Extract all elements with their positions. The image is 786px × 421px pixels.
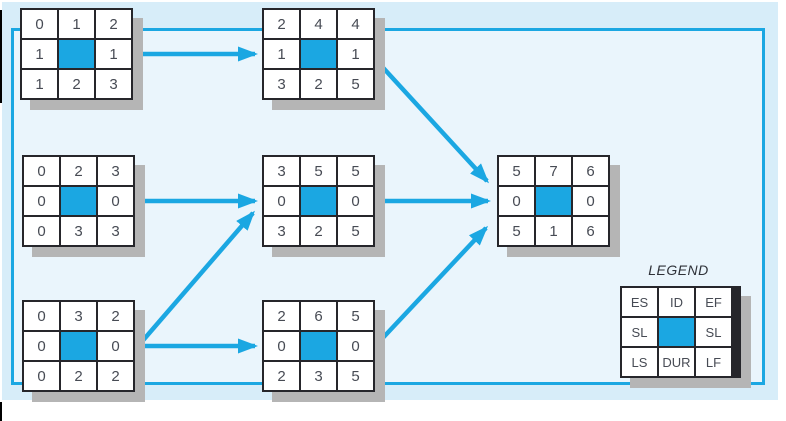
scan-artifact-line-bottom <box>0 402 2 421</box>
dependency-arrow-4-to-7 <box>374 58 490 184</box>
scan-artifact-line-top <box>0 10 2 103</box>
ls-cell: 2 <box>264 362 299 390</box>
sl-right-cell: 1 <box>338 40 373 68</box>
sl-left-cell: 0 <box>24 332 59 360</box>
ls-cell: 0 <box>24 217 59 245</box>
lf-cell: 5 <box>338 362 373 390</box>
es-cell: 3 <box>264 157 299 185</box>
id-cell: 3 <box>61 302 96 330</box>
dur-cell: 3 <box>301 362 336 390</box>
sl-right-cell: 0 <box>573 187 608 215</box>
center-color-cell <box>301 187 336 215</box>
sl-left-cell: 0 <box>264 332 299 360</box>
dur-cell: 2 <box>301 70 336 98</box>
lf-cell: 6 <box>573 217 608 245</box>
ef-cell: 4 <box>338 10 373 38</box>
center-color-cell <box>536 187 571 215</box>
es-cell: 5 <box>499 157 534 185</box>
dur-cell: 3 <box>61 217 96 245</box>
sl-left-cell: SL <box>622 318 657 346</box>
lf-cell: 5 <box>338 70 373 98</box>
ls-cell: 0 <box>24 362 59 390</box>
es-cell: ES <box>622 288 657 316</box>
center-color-cell <box>301 332 336 360</box>
lf-cell: LF <box>696 348 731 376</box>
sl-right-cell: 0 <box>338 332 373 360</box>
lf-cell: 3 <box>98 217 133 245</box>
dur-cell: 2 <box>59 70 94 98</box>
dur-cell: 1 <box>536 217 571 245</box>
ef-cell: 5 <box>338 157 373 185</box>
es-cell: 0 <box>24 157 59 185</box>
es-cell: 2 <box>264 302 299 330</box>
ef-cell: 5 <box>338 302 373 330</box>
center-color-cell <box>61 332 96 360</box>
ls-cell: 1 <box>22 70 57 98</box>
ef-cell: 2 <box>96 10 131 38</box>
id-cell: 7 <box>536 157 571 185</box>
ef-cell: EF <box>696 288 731 316</box>
lf-cell: 3 <box>96 70 131 98</box>
sl-right-cell: 1 <box>96 40 131 68</box>
ls-cell: LS <box>622 348 657 376</box>
lf-cell: 2 <box>98 362 133 390</box>
id-cell: 4 <box>301 10 336 38</box>
legend-title: LEGEND <box>648 262 709 278</box>
id-cell: 1 <box>59 10 94 38</box>
id-cell: ID <box>659 288 694 316</box>
center-color-cell <box>59 40 94 68</box>
es-cell: 2 <box>264 10 299 38</box>
ls-cell: 3 <box>264 217 299 245</box>
dependency-arrow-3-to-5 <box>137 210 255 347</box>
sl-left-cell: 1 <box>264 40 299 68</box>
ef-cell: 2 <box>98 302 133 330</box>
center-color-cell <box>301 40 336 68</box>
id-cell: 5 <box>301 157 336 185</box>
sl-left-cell: 0 <box>499 187 534 215</box>
lf-cell: 5 <box>338 217 373 245</box>
ef-cell: 3 <box>98 157 133 185</box>
sl-left-cell: 0 <box>24 187 59 215</box>
sl-right-cell: SL <box>696 318 731 346</box>
ef-cell: 6 <box>573 157 608 185</box>
sl-right-cell: 0 <box>98 332 133 360</box>
sl-left-cell: 1 <box>22 40 57 68</box>
dependency-arrow-6-to-7 <box>377 225 489 344</box>
id-cell: 2 <box>61 157 96 185</box>
sl-right-cell: 0 <box>338 187 373 215</box>
sl-right-cell: 0 <box>98 187 133 215</box>
es-cell: 0 <box>24 302 59 330</box>
id-cell: 6 <box>301 302 336 330</box>
dur-cell: DUR <box>659 348 694 376</box>
ls-cell: 3 <box>264 70 299 98</box>
dur-cell: 2 <box>61 362 96 390</box>
center-color-cell <box>659 318 694 346</box>
ls-cell: 5 <box>499 217 534 245</box>
dur-cell: 2 <box>301 217 336 245</box>
sl-left-cell: 0 <box>264 187 299 215</box>
center-color-cell <box>61 187 96 215</box>
es-cell: 0 <box>22 10 57 38</box>
